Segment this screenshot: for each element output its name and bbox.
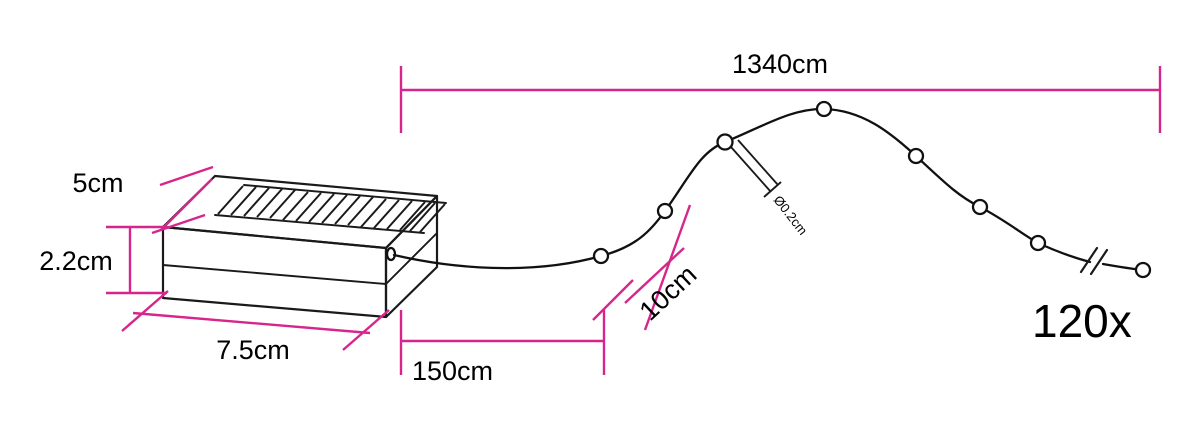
light-string-wire-left: [392, 107, 1040, 270]
dimension-bulb-diameter-label: Ø0.2cm: [771, 193, 811, 238]
dimension-lead-cable-label: 150cm: [412, 356, 493, 386]
bulb-node: [971, 198, 989, 216]
control-box-right-face: [384, 194, 439, 319]
dimension-box-height: 2.2cm: [39, 225, 167, 295]
dimension-bulb-diameter-leader-b: [737, 139, 779, 186]
dimension-bulb-spacing: 10cm: [592, 204, 702, 331]
dimension-total-length: 1340cm: [399, 49, 1162, 133]
cable-grommet-icon: [385, 246, 397, 262]
control-box-front-face: [161, 225, 388, 319]
bulb-node-end: [1134, 261, 1152, 279]
dimension-box-depth-line: [160, 178, 213, 231]
dimension-box-height-label: 2.2cm: [39, 246, 113, 276]
dimension-total-length-label: 1340cm: [732, 49, 828, 79]
light-string: [392, 100, 1152, 279]
dimension-bulb-diameter-leader-a: [730, 146, 772, 193]
light-string-wire-break-a: [1036, 241, 1092, 264]
dimension-box-depth: 5cm: [72, 165, 214, 235]
dimension-box-depth-label: 5cm: [72, 168, 123, 198]
dimension-box-depth-ext-top: [159, 165, 214, 187]
bulb-node: [656, 202, 674, 220]
control-box-vent-edge-upper: [243, 184, 447, 204]
dimension-box-width-label: 7.5cm: [216, 335, 290, 365]
control-box: [161, 174, 447, 319]
control-box-vent-edge-lower: [214, 214, 425, 234]
bulb-node: [592, 247, 610, 265]
dimension-lead-cable: 150cm: [399, 310, 606, 386]
bulb-node: [1029, 234, 1047, 252]
control-box-vent-slats: [217, 185, 446, 233]
bulb-node: [907, 147, 925, 165]
wire-break-symbol-icon: [1079, 246, 1109, 276]
control-box-seam-line: [162, 264, 387, 285]
dimension-bulb-spacing-ext-left: [592, 279, 634, 321]
bulb-node: [815, 100, 833, 118]
dimension-box-width-ext-right: [342, 309, 390, 351]
dimension-box-width-ext-left: [121, 290, 169, 332]
dimension-box-width: 7.5cm: [121, 290, 390, 365]
dimension-bulb-diameter-endcap: [763, 181, 782, 198]
dimension-bulb-spacing-ext-right: [643, 204, 692, 331]
bulb-node: [716, 133, 734, 151]
dimension-box-depth-ext-bottom: [151, 213, 206, 235]
bulb-quantity-label: 120x: [1032, 295, 1132, 347]
dimension-bulb-diameter: Ø0.2cm: [730, 139, 811, 238]
dimension-bulb-spacing-line: [624, 247, 685, 304]
dimension-box-width-line: [132, 311, 371, 335]
